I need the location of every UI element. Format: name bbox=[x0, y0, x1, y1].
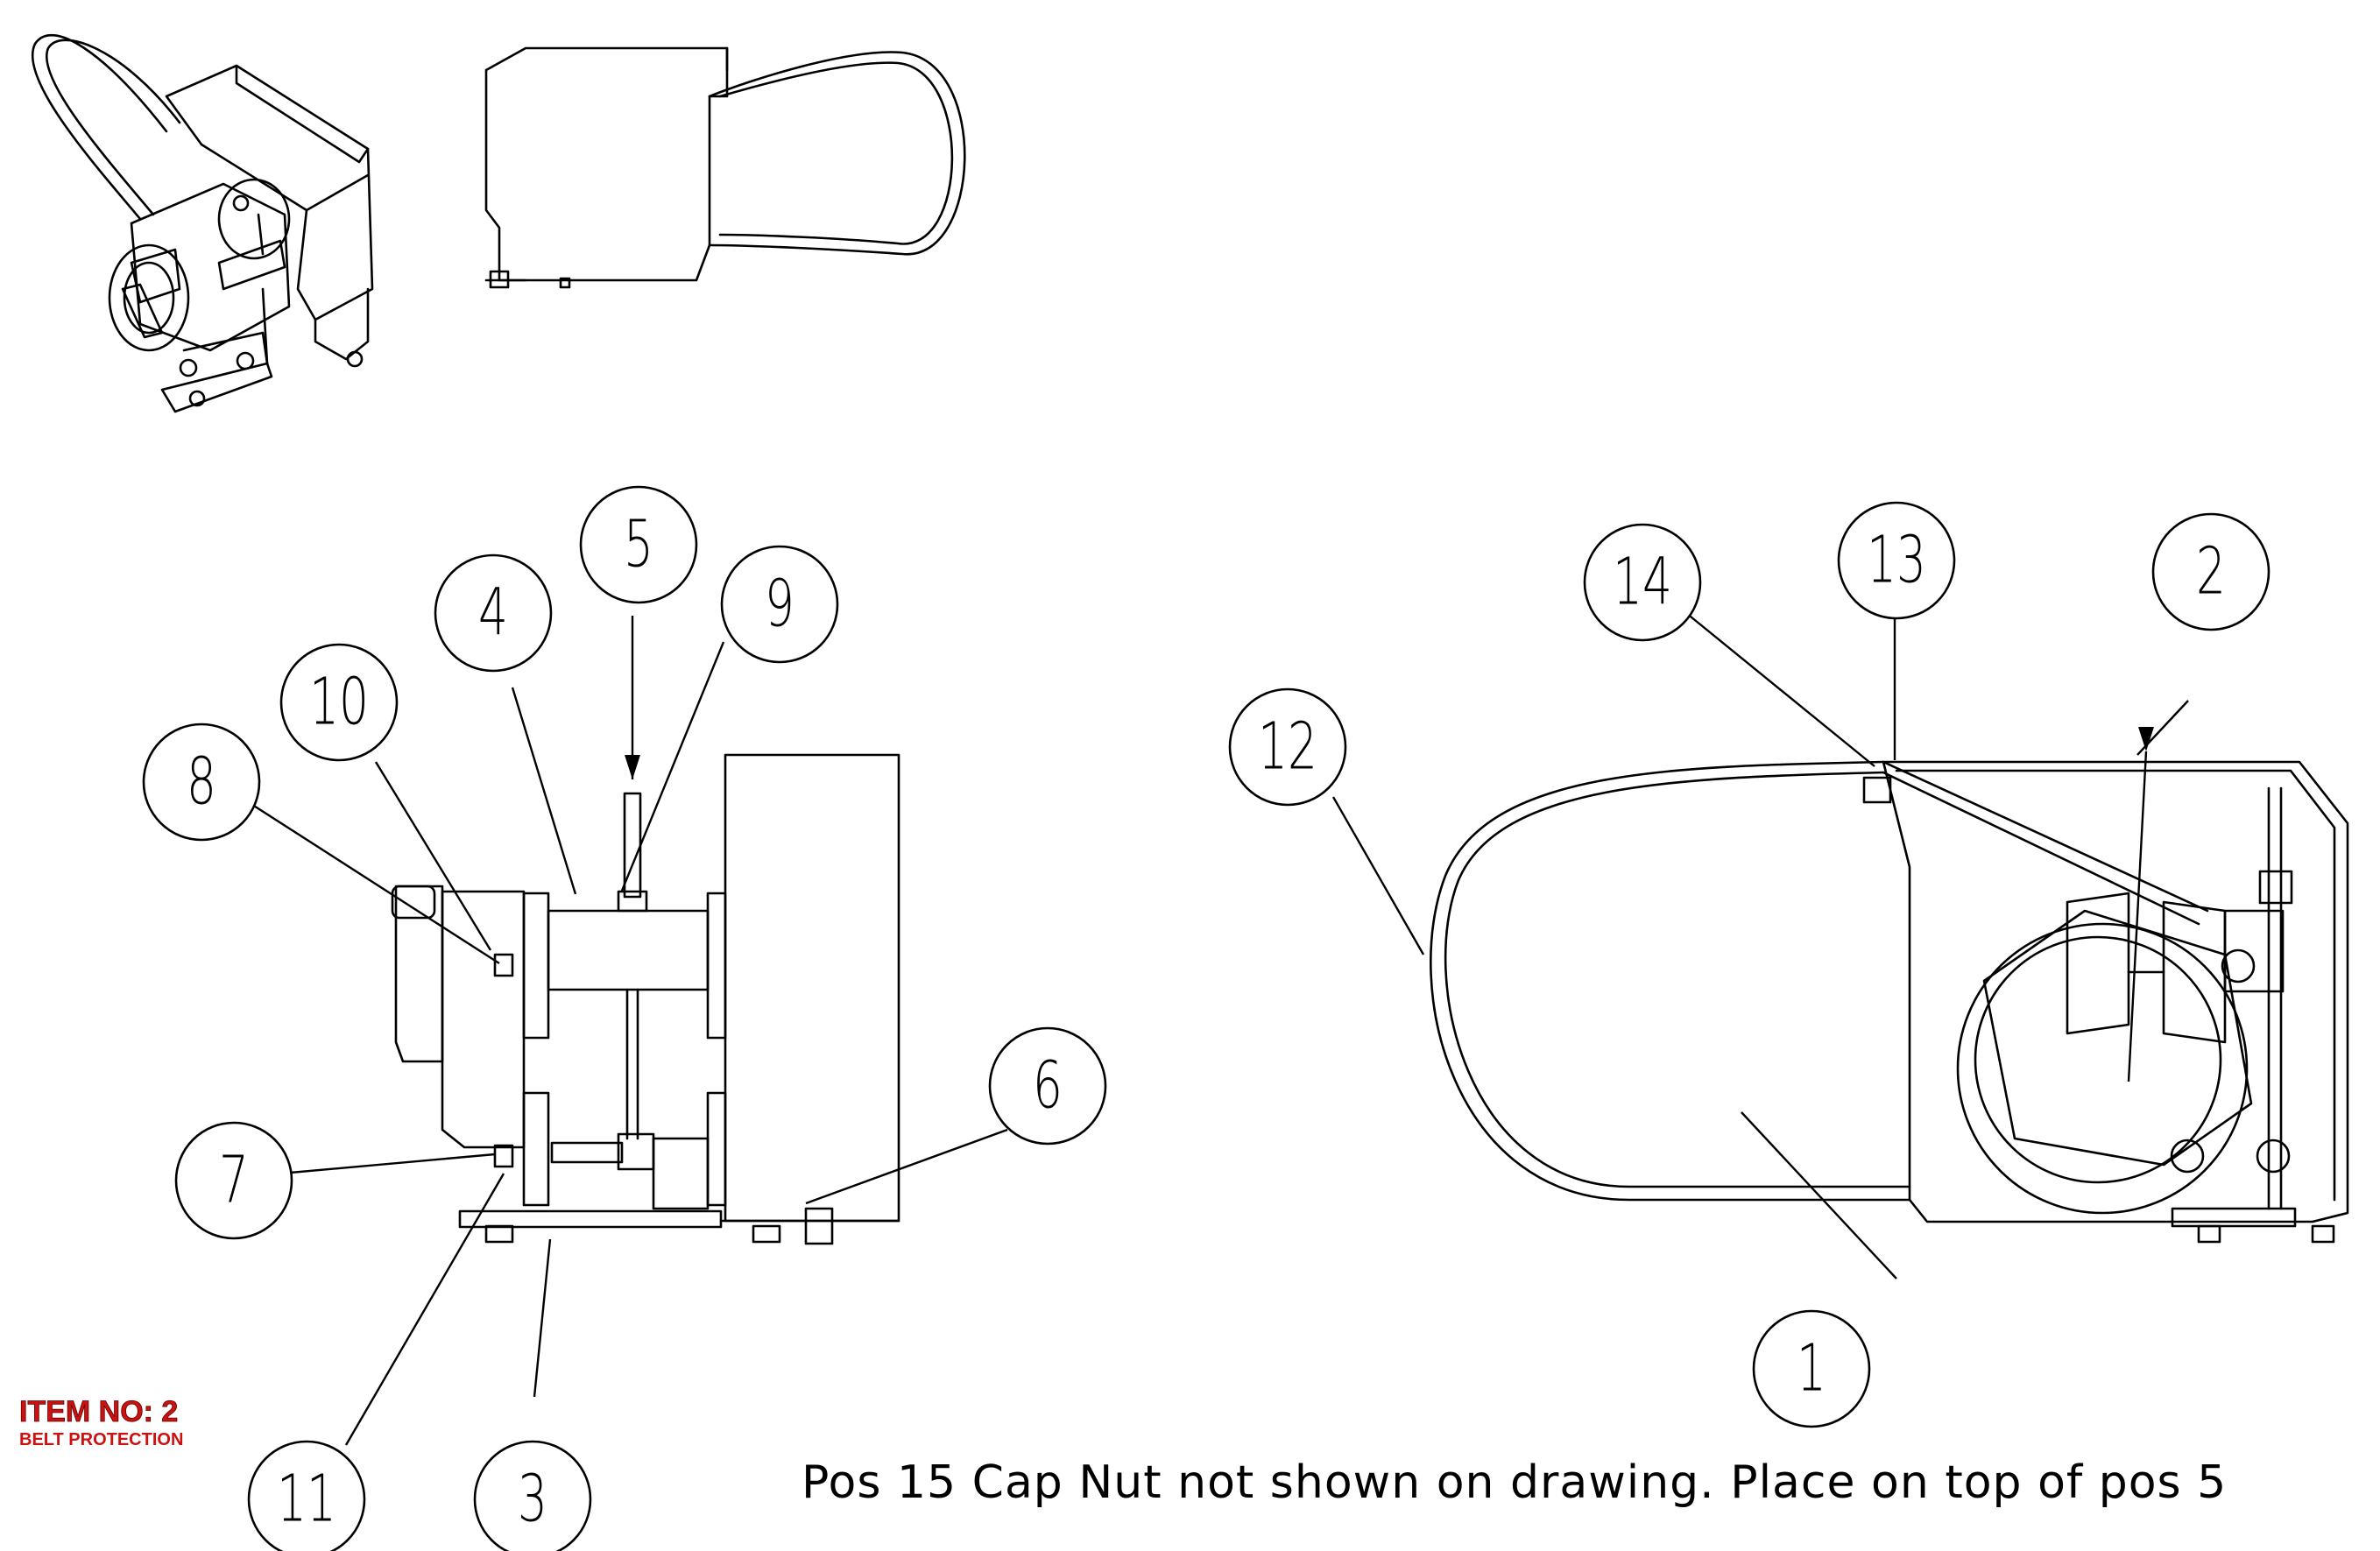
svg-text:1: 1 bbox=[1797, 1331, 1826, 1406]
svg-text:11: 11 bbox=[277, 1462, 336, 1537]
callout-6: 6 bbox=[988, 1026, 1107, 1146]
svg-text:6: 6 bbox=[1033, 1048, 1063, 1124]
svg-text:2: 2 bbox=[2196, 534, 2226, 610]
callout-4: 4 bbox=[434, 553, 553, 673]
callout-9: 9 bbox=[720, 545, 839, 664]
svg-text:13: 13 bbox=[1867, 523, 1926, 598]
callout-1: 1 bbox=[1752, 1309, 1871, 1428]
callout-14: 14 bbox=[1583, 523, 1702, 642]
svg-text:7: 7 bbox=[219, 1143, 249, 1218]
side-view-large bbox=[1430, 760, 2349, 1244]
callout-11: 11 bbox=[247, 1440, 366, 1551]
callout-2: 2 bbox=[2151, 512, 2271, 631]
side-view-small bbox=[484, 46, 966, 289]
svg-text:10: 10 bbox=[309, 665, 369, 740]
svg-text:8: 8 bbox=[187, 744, 216, 820]
svg-text:5: 5 bbox=[624, 507, 653, 582]
callout-10: 10 bbox=[279, 643, 399, 762]
svg-text:9: 9 bbox=[765, 567, 795, 642]
drawing-note: Pos 15 Cap Nut not shown on drawing. Pla… bbox=[802, 1456, 2227, 1509]
callout-13: 13 bbox=[1837, 501, 1956, 620]
item-number-label: ITEM NO: 2 bbox=[19, 1395, 178, 1428]
front-view bbox=[391, 753, 900, 1245]
callout-3: 3 bbox=[473, 1440, 592, 1551]
svg-text:4: 4 bbox=[478, 575, 508, 651]
leader-lines bbox=[246, 604, 2189, 1446]
callout-7: 7 bbox=[174, 1121, 293, 1240]
svg-text:14: 14 bbox=[1613, 545, 1672, 620]
callout-8: 8 bbox=[142, 723, 261, 842]
svg-text:12: 12 bbox=[1258, 709, 1317, 785]
callout-5: 5 bbox=[579, 485, 698, 604]
svg-text:3: 3 bbox=[518, 1462, 547, 1537]
callout-12: 12 bbox=[1228, 687, 1347, 807]
item-description-label: BELT PROTECTION bbox=[19, 1430, 183, 1449]
isometric-view bbox=[31, 33, 374, 413]
